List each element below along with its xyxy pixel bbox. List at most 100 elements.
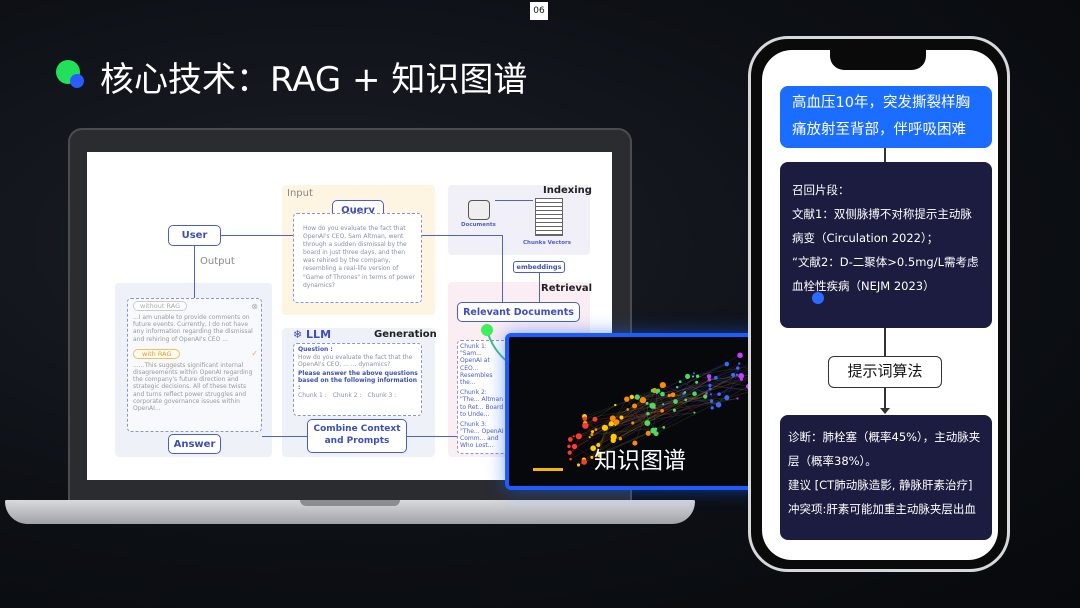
graph-edge <box>632 390 754 424</box>
suggestion-line: 建议 [CT肺动脉造影, 静脉肝素治疗] <box>788 478 973 492</box>
graph-node <box>645 430 651 436</box>
graph-node <box>632 440 638 446</box>
graph-edge <box>672 394 712 402</box>
without-rag-badge: without RAG <box>133 301 188 311</box>
prompt-question: How do you evaluate the fact that the Op… <box>298 354 413 369</box>
graph-node <box>731 372 736 378</box>
graph-edge <box>611 355 741 424</box>
prompt-chunk-1: Chunk 1 : <box>298 392 327 400</box>
graph-edge <box>598 376 710 446</box>
graph-node <box>609 415 616 422</box>
generation-label: Generation <box>374 329 437 340</box>
graph-edge <box>637 385 710 398</box>
graph-edge <box>662 384 684 395</box>
graph-node <box>582 416 588 422</box>
knowledge-graph-label: 知识图谱 <box>594 448 686 474</box>
graph-node <box>708 383 712 388</box>
graph-node <box>717 392 721 397</box>
graph-node <box>650 427 657 434</box>
indexing-label: Indexing <box>543 185 592 196</box>
graph-node <box>672 408 676 412</box>
graph-node <box>567 437 573 442</box>
indexing-panel <box>448 185 590 255</box>
graph-node <box>660 391 665 397</box>
graph-node <box>614 403 617 407</box>
graph-node <box>708 387 712 391</box>
graph-edge <box>661 385 695 413</box>
graph-node <box>738 372 745 379</box>
combine-context-node: Combine Context and Prompts <box>307 419 407 453</box>
graph-edge <box>568 382 697 447</box>
graph-edge <box>680 381 707 394</box>
embeddings-node: embeddings <box>513 261 565 273</box>
graph-node <box>567 444 571 449</box>
graph-edge <box>634 390 655 444</box>
graph-node <box>735 373 739 377</box>
chunk-2: Chunk 2: "The... Altman to Ret... Board … <box>460 389 504 418</box>
llm-node: ❄ LLM <box>293 328 331 341</box>
graph-node <box>724 362 729 367</box>
graph-edge <box>675 376 694 402</box>
chunk-list: Chunk 1: "Sam... OpenAI at CEO... Resemb… <box>460 343 504 450</box>
graph-edge <box>662 364 727 395</box>
graph-edge <box>612 394 674 419</box>
graph-edge <box>578 409 628 437</box>
graph-edge <box>584 390 653 420</box>
graph-node <box>685 373 691 379</box>
slide-title: 核心技术：RAG + 知识图谱 <box>100 60 528 100</box>
graph-node <box>670 392 676 398</box>
graph-node <box>594 428 598 431</box>
phone-notch <box>830 48 926 70</box>
graph-node <box>660 408 665 413</box>
graph-node <box>703 394 708 399</box>
graph-edge <box>652 397 727 406</box>
graph-edge <box>599 379 710 456</box>
graph-edge <box>592 390 659 432</box>
graph-edge <box>578 433 649 466</box>
graph-node <box>590 433 594 437</box>
recall-item-2: “文献2：D-二聚体>0.5mg/L需考虑血栓性疾病（NEJM 2023） <box>792 255 979 293</box>
graph-node <box>626 408 630 411</box>
graph-node <box>624 396 630 402</box>
graph-node <box>710 406 714 410</box>
graph-edge <box>653 392 658 431</box>
graph-node <box>706 374 712 379</box>
graph-node <box>629 394 635 400</box>
graph-edge <box>604 412 695 429</box>
graph-node <box>678 380 682 384</box>
graph-edge <box>591 428 656 458</box>
graph-edge <box>709 388 713 408</box>
prompt-algorithm-box: 提示词算法 <box>828 356 942 388</box>
graph-node <box>692 391 697 396</box>
graph-node <box>634 394 640 400</box>
graph-edge <box>585 404 616 426</box>
title-bullet-blue-icon <box>70 74 84 88</box>
graph-node <box>649 402 656 409</box>
graph-edge <box>569 396 638 453</box>
query-text: How do you evaluate the fact that OpenAI… <box>303 225 415 289</box>
graph-edge <box>591 430 654 458</box>
green-node-dot <box>481 324 493 336</box>
graph-edge <box>654 370 752 409</box>
page-number: 06 <box>530 2 548 20</box>
graph-edge <box>599 427 606 456</box>
with-rag-badge: with RAG <box>133 348 181 359</box>
graph-node <box>646 411 650 416</box>
graph-edge <box>646 403 649 434</box>
graph-node <box>610 437 616 444</box>
blue-dot-icon <box>812 292 824 304</box>
graph-edge <box>593 403 648 449</box>
graph-node <box>569 457 572 461</box>
graph-node <box>592 416 598 422</box>
graph-node <box>619 415 624 420</box>
graph-edge <box>634 365 757 407</box>
answer-node: Answer <box>168 434 221 454</box>
graph-edge <box>621 398 738 418</box>
output-label: Output <box>200 256 235 267</box>
graph-edge <box>718 363 740 405</box>
graph-edge <box>709 385 754 392</box>
graph-edge <box>658 390 719 405</box>
graph-node <box>655 391 659 394</box>
graph-edge <box>685 393 707 401</box>
graph-node <box>736 366 740 370</box>
